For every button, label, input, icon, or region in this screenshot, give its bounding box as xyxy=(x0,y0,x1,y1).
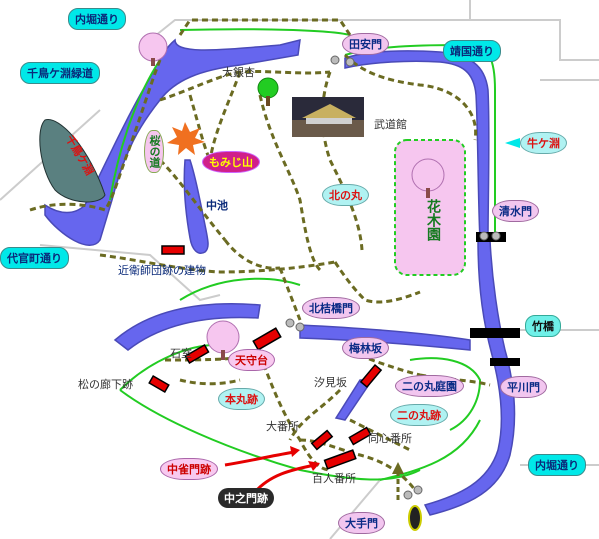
label-uchibori-top: 内堀通り xyxy=(68,8,126,30)
label-takebashi: 竹橋 xyxy=(525,315,561,337)
label-tayasumon: 田安門 xyxy=(342,33,389,55)
label-budokan: 武道館 xyxy=(374,118,407,131)
gate-dots xyxy=(285,55,501,500)
otemon-gate xyxy=(408,505,422,531)
label-ushigafuchi: 牛ケ淵 xyxy=(520,132,567,154)
arrow-head-1 xyxy=(290,446,300,457)
shiomizaka-marker xyxy=(359,363,383,389)
takebashi-gate xyxy=(470,328,520,338)
label-hirakawamon: 平川門 xyxy=(500,376,547,398)
label-ishimuro: 石室 xyxy=(170,347,192,360)
label-ninomaru-garden: 二の丸庭園 xyxy=(395,375,464,397)
label-doshinbansho: 同心番所 xyxy=(368,432,412,445)
arrows xyxy=(224,450,316,494)
label-nakajakumon: 中雀門跡 xyxy=(160,458,218,480)
tenshudai-marker xyxy=(252,327,282,351)
label-nakanomon: 中之門跡 xyxy=(218,488,274,508)
label-matsunoroka: 松の廊下跡 xyxy=(78,378,133,391)
label-sakura-vertical: 桜の道 xyxy=(144,130,164,173)
ishimuro-marker xyxy=(184,344,210,364)
red-markers xyxy=(148,245,383,470)
chidorigafuchi-balloon xyxy=(39,119,106,203)
doshin-marker xyxy=(348,426,372,446)
label-obansho: 大番所 xyxy=(266,420,299,433)
label-konoe: 近衛師団跡の建物 xyxy=(118,264,206,277)
label-otemon: 大手門 xyxy=(338,512,385,534)
label-uchibori-right: 内堀通り xyxy=(528,454,586,476)
moats xyxy=(44,38,516,516)
label-kitahanebashimon: 北桔橋門 xyxy=(302,297,360,319)
hirakawamon-gate xyxy=(490,358,520,366)
label-kitanomaru: 北の丸 xyxy=(322,184,369,206)
label-chidorigafuchi-ryokudo: 千鳥ケ淵緑道 xyxy=(20,62,100,84)
label-hyakuninbansho: 百人番所 xyxy=(312,472,356,485)
obansho-marker xyxy=(310,429,334,451)
label-ninomaru: 二の丸跡 xyxy=(390,404,448,426)
label-dainkan: 代官町通り xyxy=(0,247,69,269)
hyakunin-marker xyxy=(323,449,357,470)
otemon-arrow xyxy=(392,462,404,474)
gate-bars xyxy=(470,232,520,366)
sakura-tree-icon xyxy=(138,32,445,360)
label-oichou: 大銀杏 xyxy=(222,66,255,79)
label-tenshudai: 天守台 xyxy=(228,349,275,371)
label-shiomizaka: 汐見坂 xyxy=(314,376,347,389)
label-kaen: 花木園 xyxy=(425,199,441,241)
matsunoroka-marker xyxy=(148,375,170,393)
label-nakaike: 中池 xyxy=(206,199,228,212)
label-baibaizaka: 梅林坂 xyxy=(342,337,389,359)
konoe-marker xyxy=(161,245,185,255)
label-yasukuni: 靖国通り xyxy=(443,40,501,62)
ushigafuchi-pointer xyxy=(505,138,520,148)
label-honmaru: 本丸跡 xyxy=(218,388,265,410)
budokan-photo xyxy=(292,97,364,137)
label-shimizumon: 清水門 xyxy=(492,200,539,222)
arrow-head-2 xyxy=(308,461,320,471)
maple-leaf-icon xyxy=(167,122,205,155)
shimizumon-gate xyxy=(476,232,506,242)
label-momijiyama: もみじ山 xyxy=(202,151,260,173)
tree-icon xyxy=(257,77,279,106)
